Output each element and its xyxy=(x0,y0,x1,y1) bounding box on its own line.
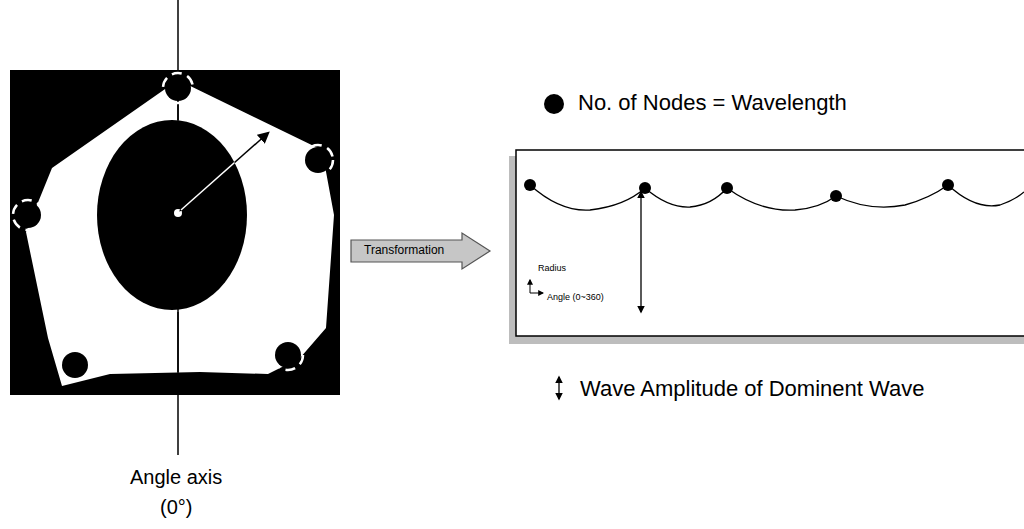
transformation-arrow: Transformation xyxy=(350,232,492,270)
legend-text: Wave Amplitude of Dominent Wave xyxy=(580,376,924,401)
axis-label: Angle (0~360) xyxy=(547,292,604,302)
axis-label: Radius xyxy=(538,263,566,273)
plot-box: RadiusAngle (0~360) xyxy=(516,150,1024,336)
amplitude-symbol xyxy=(558,377,559,399)
legend-text: No. of Nodes = Wavelength xyxy=(578,90,847,115)
cross-section xyxy=(10,0,340,455)
axis-caption: Angle axis xyxy=(130,466,222,489)
arrow-label: Transformation xyxy=(364,244,444,258)
node-symbol xyxy=(544,94,564,114)
axis-caption: (0°) xyxy=(160,496,192,519)
wave-plot xyxy=(509,150,1024,344)
